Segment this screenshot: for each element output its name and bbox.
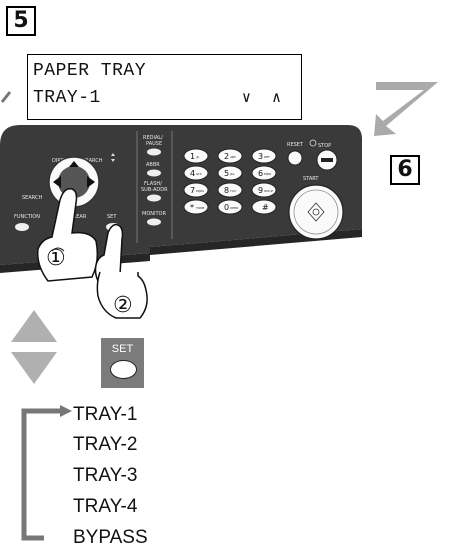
clear-label: CLEAR: [70, 214, 87, 220]
stop-icon: [309, 139, 317, 147]
lcd-scroll-arrows-icon: ∨ ∧: [241, 88, 287, 106]
start-diamond-icon: [307, 202, 325, 222]
tray-option: TRAY-4: [73, 496, 138, 517]
keypad-letters-label: MNO: [264, 172, 272, 176]
tray-option: TRAY-1: [73, 404, 138, 425]
keypad-letters-label: TUV: [229, 189, 237, 193]
keypad-key-7[interactable]: [183, 182, 209, 198]
lcd-display: PAPER TRAY TRAY-1 ∨ ∧: [27, 54, 302, 120]
keypad-key-9[interactable]: [251, 182, 277, 198]
keypad-digit-label: 3: [258, 152, 263, 161]
monitor-label: MONITOR: [142, 211, 166, 217]
keypad-letters-label: @.: [196, 155, 200, 159]
keypad-key-6[interactable]: [251, 165, 277, 181]
keypad-letters-label: PQRS: [196, 189, 204, 193]
subaddr-label: SUB-ADDR: [141, 187, 168, 193]
keypad-digit-label: 1: [190, 152, 195, 161]
keypad-digit-label: 6: [258, 169, 263, 178]
keypad-letters-label: ABC: [230, 155, 236, 159]
keypad-letters-label: TONE: [195, 206, 204, 210]
keypad-letters-label: WXYZ: [264, 189, 273, 193]
hand-pointer-1-icon: ①: [36, 187, 99, 282]
keypad-letters-label: GHI: [196, 172, 202, 176]
keypad-key-3[interactable]: [251, 148, 277, 164]
keypad-digit-label: 5: [224, 169, 229, 178]
next-step-arrow-icon: [374, 82, 438, 136]
keypad-key-star[interactable]: [183, 199, 209, 215]
keypad-digit-label: 9: [258, 186, 263, 195]
step-6-badge: 6: [390, 155, 420, 185]
keypad-digit-label: *: [190, 203, 194, 212]
set-key-oval: [110, 360, 137, 379]
redial-button[interactable]: [147, 148, 161, 156]
search-label: SEARCH: [22, 195, 42, 201]
pointer-arrow-icon: [0, 91, 12, 103]
set-label: SET: [107, 214, 117, 220]
keypad-letters-label: DEF: [264, 155, 270, 159]
function-label: FUNCTION: [14, 214, 40, 220]
tray-option: BYPASS: [73, 527, 148, 548]
up-down-arrows-icon: [11, 310, 57, 384]
flash-button[interactable]: [147, 194, 161, 202]
monitor-button[interactable]: [147, 218, 161, 226]
step-5-badge: 5: [6, 6, 36, 36]
down-triangle-icon: [11, 352, 57, 384]
keypad-letters-label: OPER: [230, 206, 238, 210]
stop-label: STOP: [318, 143, 331, 149]
keypad-letters-label: JKL: [229, 172, 235, 176]
reset-label: RESET: [287, 142, 304, 148]
abbr-label: ABBR: [146, 162, 160, 168]
start-button[interactable]: [288, 184, 344, 240]
keypad-digit-label: 8: [224, 186, 229, 195]
keypad-digit-label: #: [262, 203, 269, 212]
keypad-key-1[interactable]: [183, 148, 209, 164]
abbr-button[interactable]: [147, 169, 161, 177]
keypad-digit-label: 4: [190, 169, 195, 178]
keypad-key-hash[interactable]: [251, 199, 277, 215]
flash-label: FLASH/: [144, 181, 162, 187]
up-triangle-icon: [11, 310, 57, 342]
function-button[interactable]: [15, 223, 29, 231]
tray-option: TRAY-3: [73, 465, 138, 486]
keypad-digit-label: 0: [224, 203, 229, 212]
keypad-digit-label: 7: [190, 186, 195, 195]
nav-left-arrow-icon[interactable]: [53, 176, 61, 188]
start-label: START: [303, 176, 319, 182]
keypad-key-8[interactable]: [217, 182, 243, 198]
keypad-key-0[interactable]: [217, 199, 243, 215]
set-key[interactable]: SET: [101, 338, 144, 388]
control-panel: DIRECTORY SEARCH SEARCH FUNCTION CLEAR S…: [0, 125, 362, 285]
lcd-line-1: PAPER TRAY: [33, 61, 147, 81]
callout-2: ②: [113, 293, 133, 318]
nav-right-arrow-icon[interactable]: [87, 176, 95, 188]
lcd-line-2: TRAY-1: [33, 88, 101, 108]
pause-label: PAUSE: [146, 141, 162, 147]
keypad-key-5[interactable]: [217, 165, 243, 181]
reset-button[interactable]: [287, 150, 303, 166]
keypad-digit-label: 2: [224, 152, 229, 161]
keypad-key-4[interactable]: [183, 165, 209, 181]
redial-label: REDIAL/: [143, 135, 163, 141]
tray-option: TRAY-2: [73, 434, 138, 455]
hand-pointer-2-lower-icon: ②: [96, 271, 148, 319]
keypad-key-2[interactable]: [217, 148, 243, 164]
cycle-bracket-icon: [21, 405, 72, 541]
callout-1: ①: [46, 246, 66, 271]
set-key-label: SET: [111, 343, 134, 355]
nav-up-arrow-icon[interactable]: [69, 161, 79, 167]
